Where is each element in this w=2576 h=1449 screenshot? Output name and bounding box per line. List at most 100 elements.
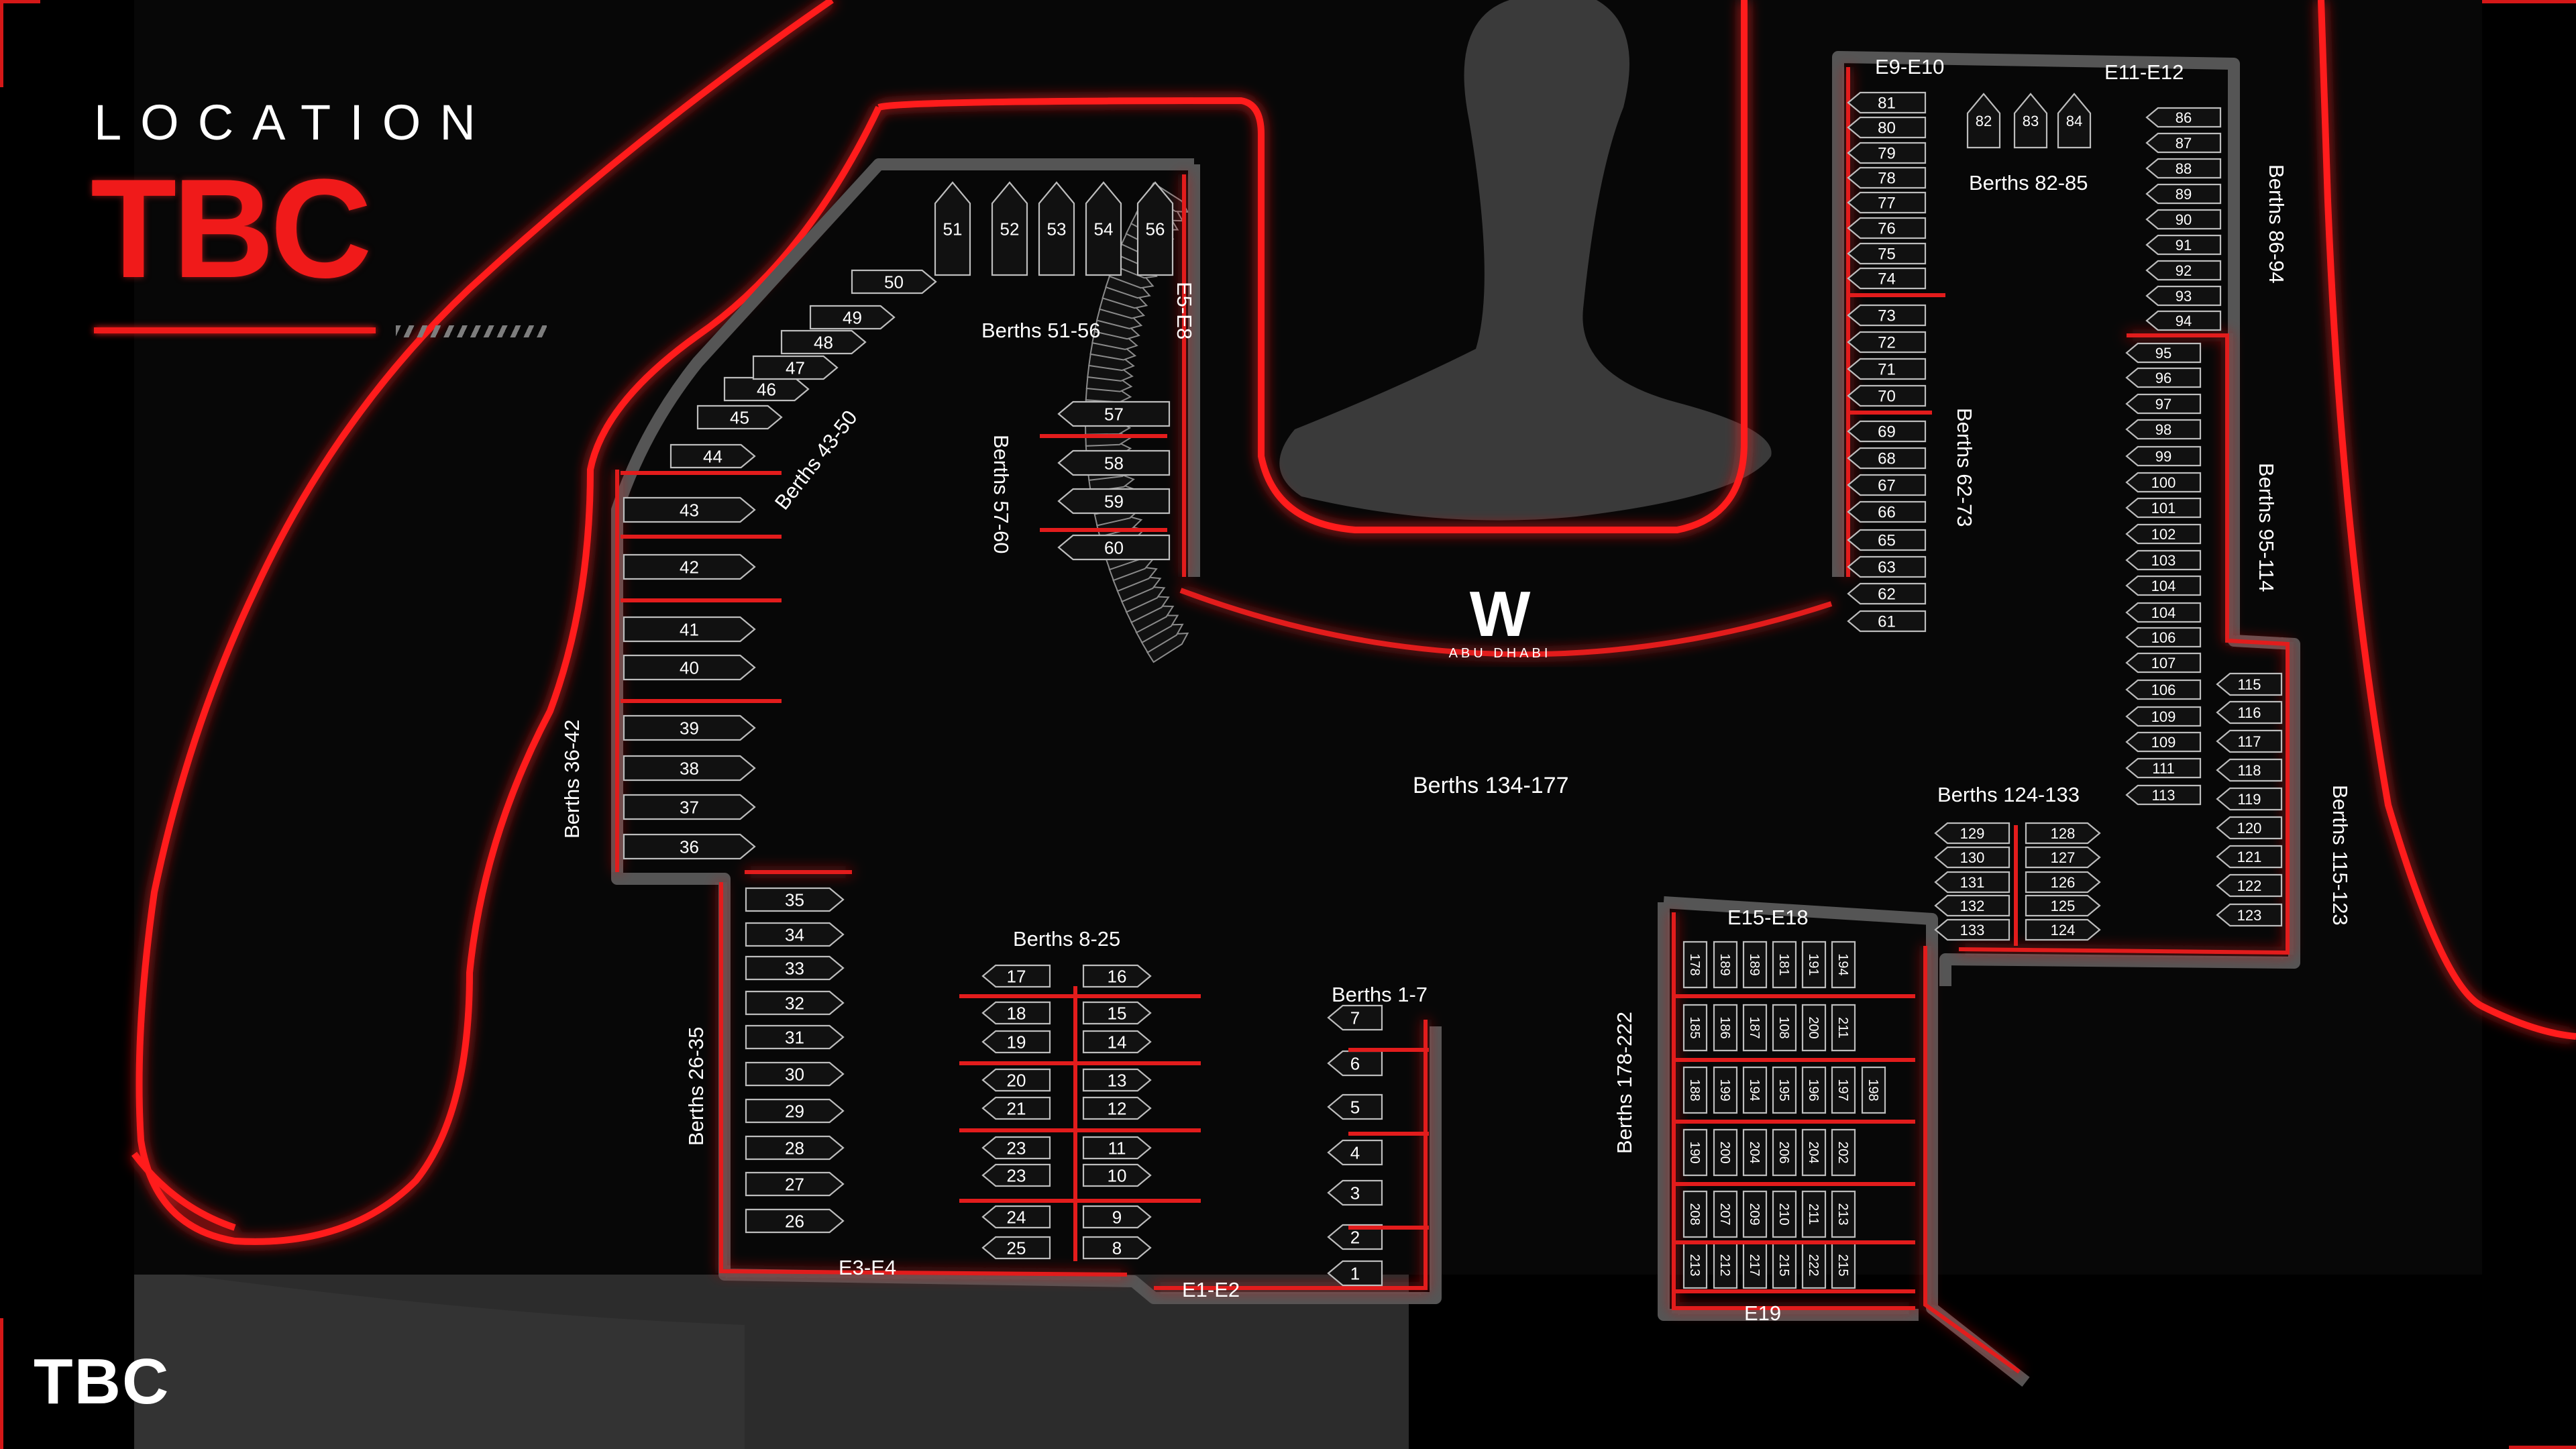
berth-slot[interactable]: 58 — [1057, 449, 1171, 476]
berth-slot[interactable]: 61 — [1847, 610, 1927, 633]
berth-slot[interactable]: 14 — [1082, 1030, 1152, 1054]
berth-slot[interactable]: 44 — [669, 443, 756, 469]
berth-slot[interactable]: 30 — [745, 1061, 845, 1087]
berth-slot[interactable]: 8 — [1082, 1236, 1152, 1260]
berth-slot[interactable]: 207 — [1713, 1190, 1738, 1238]
berth-slot[interactable]: 95 — [2125, 342, 2202, 364]
berth-slot[interactable]: 119 — [2216, 787, 2283, 811]
berth-slot[interactable]: 186 — [1713, 1004, 1738, 1052]
arc-berth-slot[interactable] — [1125, 592, 1171, 624]
berth-slot[interactable]: 42 — [623, 553, 756, 580]
berth-slot[interactable]: 196 — [1801, 1066, 1827, 1114]
berth-slot[interactable]: 215 — [1772, 1241, 1797, 1289]
berth-slot[interactable]: 38 — [623, 755, 756, 782]
arc-berth-slot[interactable] — [1130, 601, 1176, 634]
berth-slot[interactable]: 40 — [623, 654, 756, 681]
berth-slot[interactable]: 56 — [1136, 181, 1174, 276]
berth-slot[interactable]: 86 — [2145, 107, 2222, 128]
berth-slot[interactable]: 84 — [2057, 93, 2092, 149]
arc-berth-slot[interactable] — [1098, 297, 1146, 321]
berth-slot[interactable]: 117 — [2216, 729, 2283, 753]
berth-slot[interactable]: 189 — [1742, 941, 1768, 989]
berth-slot[interactable]: 210 — [1772, 1190, 1797, 1238]
berth-slot[interactable]: 29 — [745, 1098, 845, 1124]
berth-slot[interactable]: 96 — [2125, 367, 2202, 388]
berth-slot[interactable]: 123 — [2216, 903, 2283, 927]
arc-berth-slot[interactable] — [1146, 628, 1191, 663]
berth-slot[interactable]: 4 — [1327, 1139, 1383, 1166]
berth-slot[interactable]: 178 — [1682, 941, 1708, 989]
berth-slot[interactable]: 109 — [2125, 731, 2202, 753]
berth-slot[interactable]: 99 — [2125, 445, 2202, 467]
berth-slot[interactable]: 41 — [623, 616, 756, 643]
berth-slot[interactable]: 2 — [1327, 1224, 1383, 1250]
arc-berth-slot[interactable] — [1135, 610, 1181, 644]
berth-slot[interactable]: 59 — [1057, 488, 1171, 515]
berth-slot[interactable]: 62 — [1847, 582, 1927, 605]
berth-slot[interactable]: 197 — [1831, 1066, 1856, 1114]
berth-slot[interactable]: 16 — [1082, 964, 1152, 988]
berth-slot[interactable]: 11 — [1082, 1136, 1152, 1160]
berth-slot[interactable]: 51 — [934, 181, 971, 276]
arc-berth-slot[interactable] — [1088, 352, 1135, 372]
berth-slot[interactable]: 129 — [1934, 822, 2010, 845]
berth-slot[interactable]: 15 — [1082, 1001, 1152, 1025]
arc-berth-slot[interactable] — [1112, 564, 1159, 592]
arc-berth-slot[interactable] — [1089, 341, 1137, 362]
berth-slot[interactable]: 3 — [1327, 1179, 1383, 1206]
berth-slot[interactable]: 23 — [981, 1163, 1051, 1187]
berth-slot[interactable]: 63 — [1847, 555, 1927, 578]
berth-slot[interactable]: 45 — [696, 405, 783, 430]
berth-slot[interactable]: 113 — [2125, 784, 2202, 806]
berth-slot[interactable]: 115 — [2216, 672, 2283, 696]
berth-slot[interactable]: 17 — [981, 964, 1051, 988]
berth-slot[interactable]: 21 — [981, 1096, 1051, 1120]
arc-berth-slot[interactable] — [1116, 573, 1163, 603]
berth-slot[interactable]: 213 — [1831, 1190, 1856, 1238]
berth-slot[interactable]: 68 — [1847, 447, 1927, 470]
berth-slot[interactable]: 111 — [2125, 757, 2202, 779]
berth-slot[interactable]: 76 — [1847, 217, 1927, 239]
berth-slot[interactable]: 102 — [2125, 523, 2202, 545]
berth-slot[interactable]: 204 — [1742, 1128, 1768, 1177]
berth-slot[interactable]: 211 — [1831, 1004, 1856, 1052]
berth-slot[interactable]: 7 — [1327, 1004, 1383, 1031]
berth-slot[interactable]: 104 — [2125, 575, 2202, 596]
berth-slot[interactable]: 10 — [1082, 1163, 1152, 1187]
berth-slot[interactable]: 48 — [780, 329, 867, 355]
berth-slot[interactable]: 26 — [745, 1208, 845, 1234]
berth-slot[interactable]: 34 — [745, 922, 845, 947]
berth-slot[interactable]: 101 — [2125, 497, 2202, 519]
berth-slot[interactable]: 211 — [1801, 1190, 1827, 1238]
berth-slot[interactable]: 50 — [851, 269, 937, 294]
berth-slot[interactable]: 69 — [1847, 420, 1927, 443]
berth-slot[interactable]: 33 — [745, 955, 845, 981]
berth-slot[interactable]: 43 — [623, 496, 756, 523]
berth-slot[interactable]: 213 — [1682, 1241, 1708, 1289]
berth-slot[interactable]: 106 — [2125, 679, 2202, 700]
berth-slot[interactable]: 200 — [1713, 1128, 1738, 1177]
berth-slot[interactable]: 191 — [1801, 941, 1827, 989]
berth-slot[interactable]: 97 — [2125, 393, 2202, 415]
berth-slot[interactable]: 132 — [1934, 894, 2010, 917]
berth-slot[interactable]: 49 — [809, 305, 896, 330]
berth-slot[interactable]: 13 — [1082, 1068, 1152, 1092]
berth-slot[interactable]: 200 — [1801, 1004, 1827, 1052]
berth-slot[interactable]: 202 — [1831, 1128, 1856, 1177]
berth-slot[interactable]: 212 — [1713, 1241, 1738, 1289]
berth-slot[interactable]: 188 — [1682, 1066, 1708, 1114]
berth-slot[interactable]: 36 — [623, 833, 756, 860]
berth-slot[interactable]: 46 — [723, 376, 810, 402]
berth-slot[interactable]: 121 — [2216, 845, 2283, 869]
berth-slot[interactable]: 104 — [2125, 602, 2202, 623]
berth-slot[interactable]: 9 — [1082, 1205, 1152, 1229]
berth-slot[interactable]: 215 — [1831, 1241, 1856, 1289]
berth-slot[interactable]: 87 — [2145, 132, 2222, 154]
berth-slot[interactable]: 31 — [745, 1024, 845, 1050]
berth-slot[interactable]: 47 — [752, 355, 839, 380]
berth-slot[interactable]: 88 — [2145, 158, 2222, 179]
berth-slot[interactable]: 80 — [1847, 116, 1927, 139]
berth-slot[interactable]: 39 — [623, 714, 756, 741]
berth-slot[interactable]: 23 — [981, 1136, 1051, 1160]
berth-slot[interactable]: 20 — [981, 1068, 1051, 1092]
